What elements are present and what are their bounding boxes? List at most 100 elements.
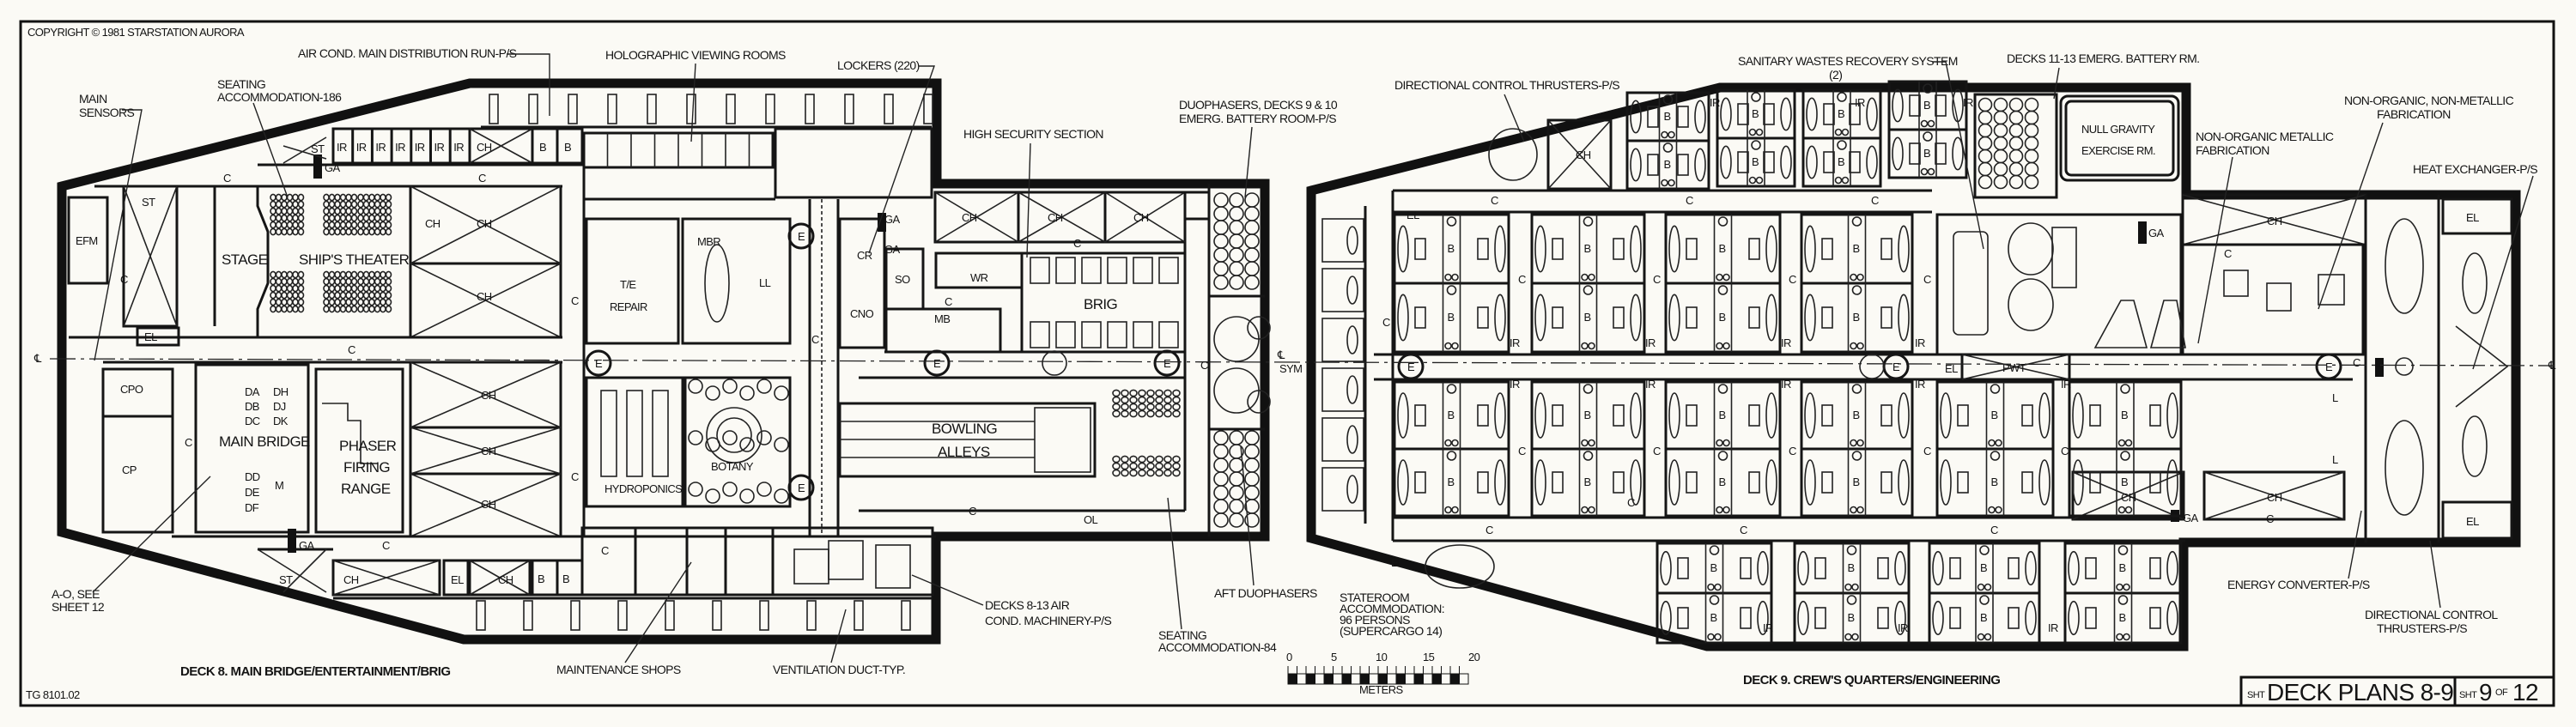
theater-seat (362, 200, 370, 209)
lounge-seat (1146, 389, 1155, 397)
scale-bar-segment (1441, 673, 1451, 685)
theater-seat (275, 214, 283, 222)
bath-label: B (2119, 611, 2126, 624)
desk-icon (2089, 471, 2101, 494)
bed-icon (1940, 459, 1952, 506)
room-ships-theater-label: SHIP'S THEATER (299, 251, 410, 268)
theater-seat (292, 221, 299, 229)
basin-icon (1668, 130, 1675, 139)
desk-icon (2021, 404, 2033, 427)
basin-icon (1581, 506, 1589, 514)
theater-seat (270, 221, 276, 229)
bed-icon (2025, 600, 2037, 636)
desk-icon (1414, 471, 1426, 494)
scale-tick-15: 15 (1423, 651, 1435, 663)
brig-cell (1055, 321, 1076, 348)
theater-seat (334, 214, 341, 222)
botany-plant (688, 430, 703, 445)
corridor-label: C (348, 343, 355, 356)
sheet-prefix: SHT (2459, 690, 2477, 700)
corridor-label: C (478, 172, 486, 185)
room-ir-label: IR (1710, 96, 1720, 109)
callout-sanitary-wastes: SANITARY WASTES RECOVERY SYSTEM(2) (1738, 54, 1958, 82)
lounge-seat (1172, 469, 1181, 477)
theater-seat (334, 291, 341, 300)
toilet-icon (1717, 285, 1728, 295)
desk-icon (1686, 471, 1698, 494)
botany-plant (774, 488, 789, 504)
bath-label: B (1448, 311, 1455, 324)
deck-8-fixtures (270, 94, 1260, 631)
theater-seat (328, 193, 336, 202)
theater-seat (292, 200, 299, 209)
bed-icon (1866, 145, 1878, 179)
elevator-icon (923, 349, 951, 377)
bed-icon (1894, 550, 1906, 586)
door-notch (647, 94, 657, 124)
basin-icon (1722, 506, 1730, 514)
toilet-icon (1709, 595, 1720, 605)
bed-icon (1765, 392, 1777, 439)
theater-seat (362, 193, 370, 202)
desk-icon (2149, 607, 2161, 629)
theater-seat (292, 270, 299, 279)
theater-seat (350, 207, 358, 215)
corridor-label: C (382, 539, 390, 552)
theater-seat (323, 221, 330, 229)
door-notch (528, 94, 538, 124)
desk-icon (2021, 471, 2033, 494)
scale-bar-segment (1369, 673, 1379, 685)
desk-icon (1880, 404, 1893, 427)
theater-seat (374, 305, 381, 313)
theater-seat (270, 305, 276, 313)
toilet-icon (1751, 92, 1761, 102)
theater-seat (374, 298, 381, 306)
basin-icon (1850, 506, 1857, 514)
desk-icon (1957, 471, 1969, 494)
theater-seat (350, 298, 358, 306)
bath-label: B (1991, 409, 1998, 421)
theater-seat (362, 207, 370, 215)
bath-label: B (1853, 311, 1860, 324)
bath-label: B (1584, 476, 1591, 488)
bath-label: B (1719, 242, 1726, 255)
theater-seat (292, 291, 299, 300)
bed-icon (1494, 459, 1506, 506)
deck-9-plan: NULL GRAVITY EXERCISE RM. PWT DIRECTIONA… (1306, 51, 2538, 688)
elevator-label: E (2325, 360, 2333, 373)
theater-seat (281, 207, 288, 215)
bed-icon (1660, 550, 1672, 586)
basin-icon (1841, 128, 1850, 136)
brig-cell (1133, 257, 1153, 284)
bed-icon (1630, 459, 1642, 506)
theater-seat (323, 207, 330, 215)
brig-cell (1081, 321, 1102, 348)
scale-bar-segment (1297, 673, 1307, 685)
theater-seat (275, 221, 283, 229)
room-te-repair-line1: T/E (620, 278, 636, 291)
corridor-label: C (1990, 524, 1998, 536)
room-bowling-line1: BOWLING (932, 421, 997, 437)
theater-seat (385, 284, 392, 293)
vent-duct-notch (476, 600, 486, 631)
theater-seat (286, 305, 294, 313)
crew-habitat-label: CH (962, 211, 977, 224)
basin-icon (1977, 583, 1985, 591)
theater-seat (339, 214, 347, 222)
toilet-icon (1446, 216, 1457, 227)
theater-seat (380, 200, 386, 209)
bath-label: B (1752, 107, 1759, 120)
desk-icon (1677, 557, 1689, 579)
corridor-label: C (120, 273, 128, 286)
bed-icon (1797, 550, 1809, 586)
battery-cell (1244, 247, 1260, 263)
theater-seat (374, 227, 381, 236)
desk-icon (1677, 106, 1689, 128)
battery-cell (1229, 430, 1244, 445)
basin-icon (1834, 128, 1843, 136)
theater-seat (275, 227, 283, 236)
toilet-icon (1851, 451, 1862, 461)
basin-icon (1927, 167, 1935, 176)
